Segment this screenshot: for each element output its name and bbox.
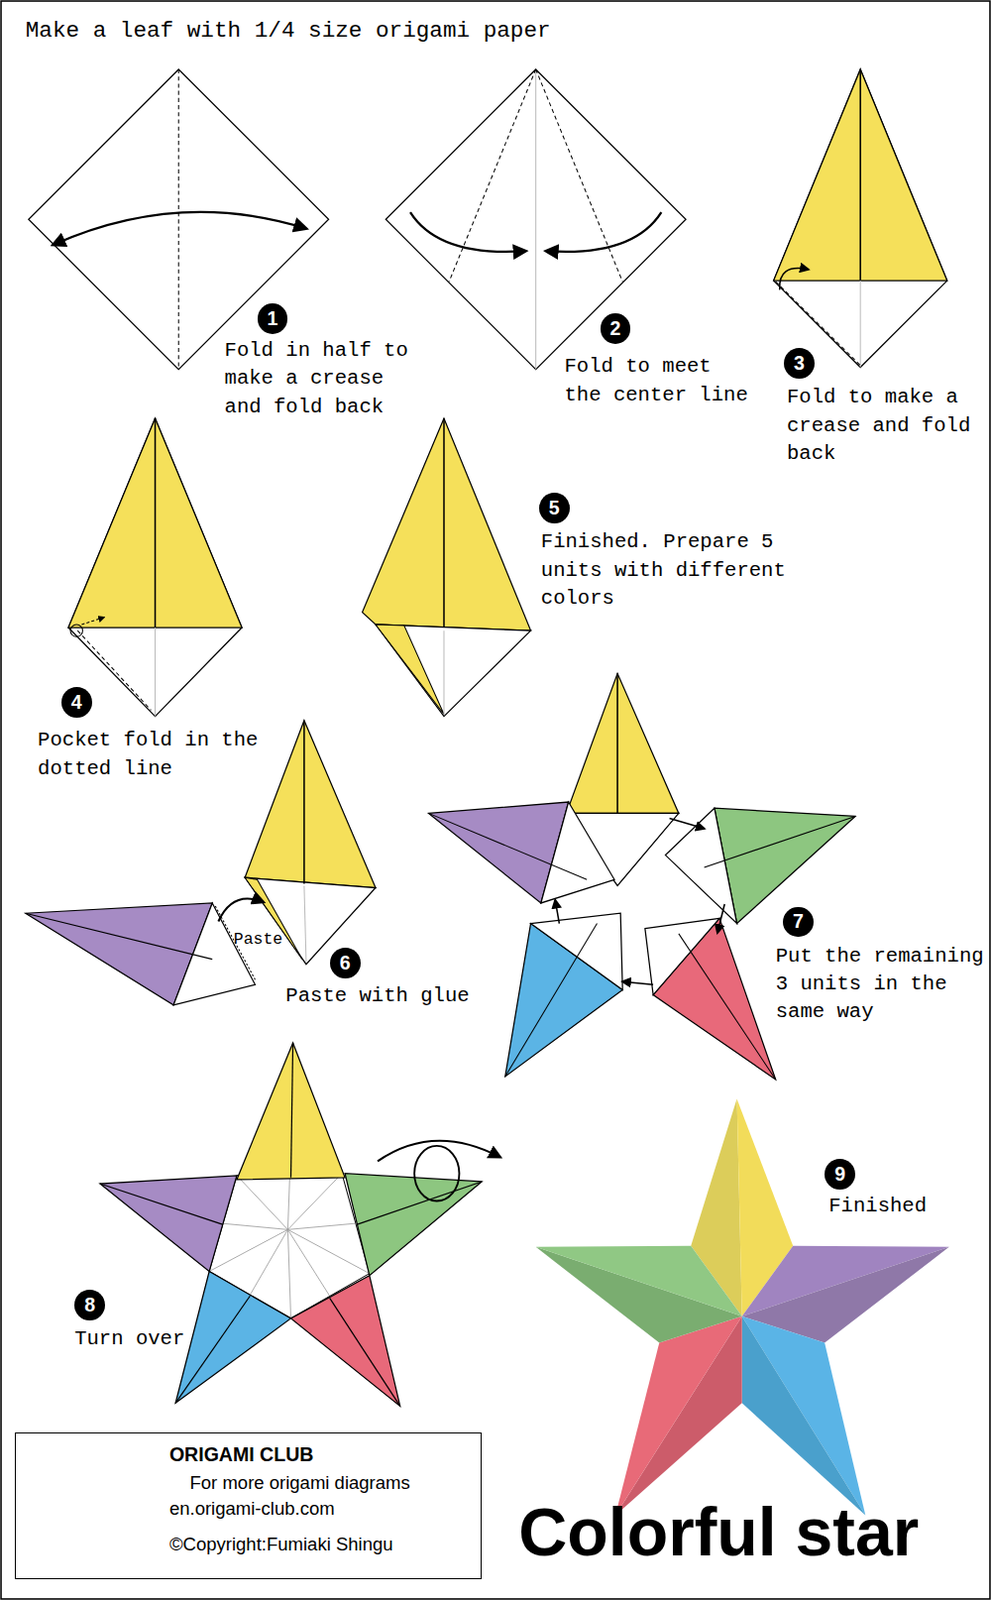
step5-leaf-unit (362, 418, 532, 717)
info-text: ©Copyright:Fumiaki Shingu (169, 1533, 471, 1555)
step6-gluing (25, 720, 376, 1005)
step3-kite (773, 69, 948, 368)
step-instruction: Fold in half to make a crease and fold b… (224, 336, 418, 422)
step2-square (385, 69, 686, 370)
step-instruction: Put the remaining 3 units in the same wa… (775, 942, 987, 1027)
callout-number: 6 (330, 947, 361, 979)
step-instruction: Fold to make a crease and fold back (786, 383, 980, 468)
step-instruction: Pocket fold in the dotted line (37, 726, 261, 783)
step-instruction: Finished. Prepare 5 units with different… (541, 528, 802, 613)
step-instruction: Finished (828, 1192, 927, 1220)
callout-number: 2 (600, 313, 632, 344)
callout-number: 9 (824, 1158, 856, 1190)
diagram-title: Colorful star (518, 1492, 919, 1570)
step8-star-back (100, 1042, 501, 1406)
step4-kite (68, 418, 242, 717)
callout-number: 7 (782, 906, 814, 938)
info-text: ORIGAMI CLUB (169, 1442, 471, 1466)
callout-number: 5 (539, 492, 570, 524)
callout-number: 8 (74, 1289, 106, 1321)
step-instruction: Fold to meet the center line (564, 352, 758, 410)
step1-square (28, 69, 330, 370)
heading-note: Make a leaf with 1/4 size origami paper (25, 15, 551, 47)
info-text: en.origami-club.com (169, 1497, 471, 1520)
step-instruction: Turn over (74, 1324, 185, 1353)
info-text: For more origami diagrams (169, 1471, 471, 1494)
info-box: ORIGAMI CLUB For more origami diagrams en.… (14, 1431, 482, 1579)
step-instruction: Paste with glue (285, 982, 469, 1010)
callout-number: 3 (783, 347, 815, 379)
callout-number: 1 (257, 303, 289, 334)
paste-label: Paste (233, 928, 283, 952)
step9-finished-star (536, 1099, 950, 1516)
callout-number: 4 (61, 686, 93, 718)
